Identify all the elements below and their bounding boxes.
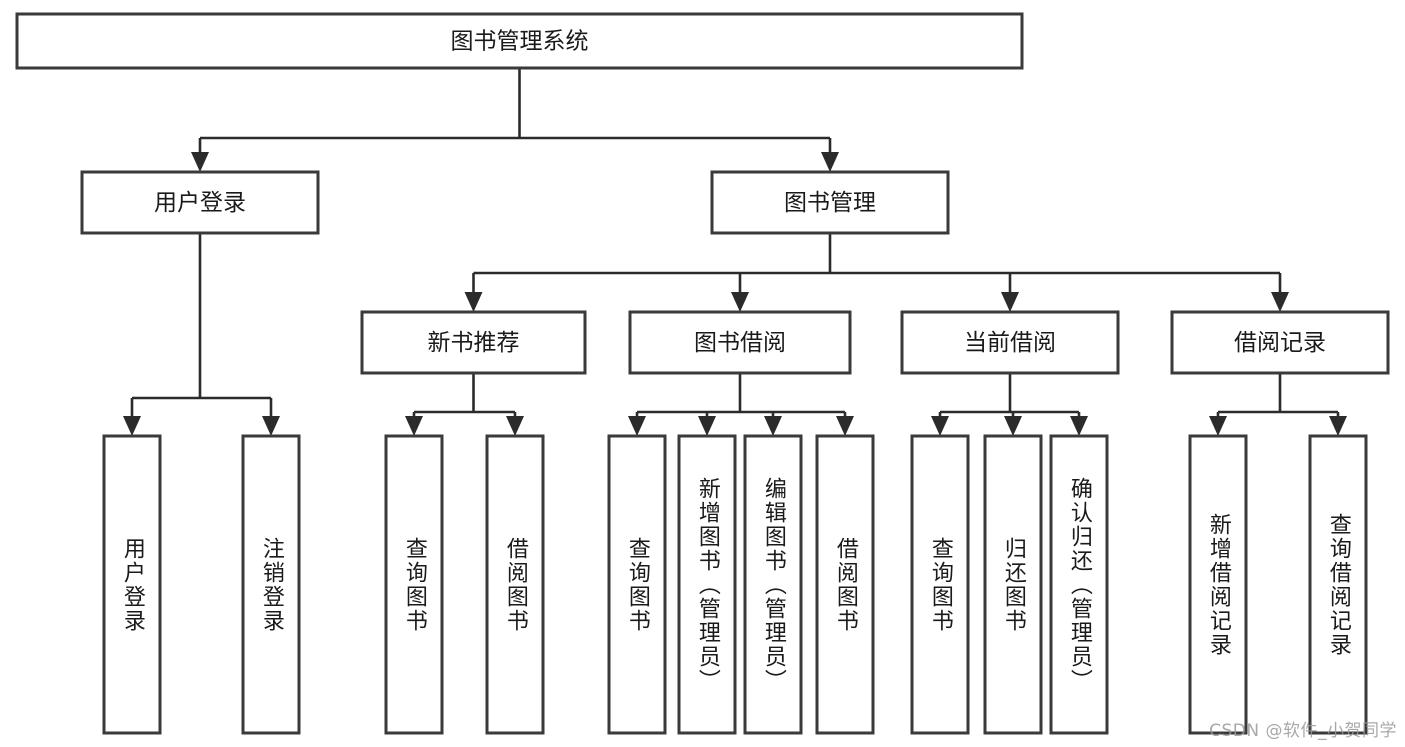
- leaf-box-leaf-query-book-3[interactable]: [910, 434, 970, 735]
- arrowhead-icon: [191, 152, 209, 172]
- node-box-root[interactable]: 图书管理系统: [15, 12, 1024, 70]
- node-label-book-borrow: 图书借阅: [694, 330, 786, 356]
- arrowhead-icon: [123, 416, 141, 436]
- arrowhead-icon: [698, 416, 716, 436]
- leaf-box-leaf-confirm-return[interactable]: [1049, 434, 1109, 735]
- arrowhead-icon: [464, 292, 483, 312]
- arrowhead-icon: [836, 416, 854, 436]
- node-box-book-borrow[interactable]: 图书借阅: [628, 310, 852, 375]
- arrowhead-icon: [1271, 292, 1289, 312]
- node-label-borrow-record: 借阅记录: [1234, 330, 1326, 356]
- leaf-box-leaf-query-record[interactable]: [1308, 434, 1368, 735]
- node-label-new-book-recommend: 新书推荐: [428, 330, 520, 356]
- arrowhead-icon: [1070, 416, 1088, 436]
- arrowhead-icon: [1329, 416, 1347, 436]
- arrowhead-icon: [628, 416, 646, 436]
- node-label-user-login: 用户登录: [154, 190, 246, 216]
- node-label-current-borrow: 当前借阅: [964, 330, 1056, 356]
- node-box-borrow-record[interactable]: 借阅记录: [1170, 310, 1390, 375]
- leaf-box-leaf-edit-book[interactable]: [743, 434, 803, 735]
- arrowhead-icon: [764, 416, 782, 436]
- arrowhead-icon: [931, 416, 949, 436]
- arrowhead-icon: [731, 292, 749, 312]
- leaf-box-leaf-return-book[interactable]: [983, 434, 1043, 735]
- leaf-box-leaf-borrow-book-2[interactable]: [815, 434, 875, 735]
- arrowhead-icon: [506, 416, 524, 436]
- watermark: CSDN @软件_小贺同学: [1209, 721, 1397, 741]
- leaf-box-leaf-user-login[interactable]: [102, 434, 162, 735]
- leaf-box-leaf-query-book-2[interactable]: [607, 434, 667, 735]
- connector-layer: [123, 68, 1347, 436]
- leaf-box-leaf-add-book[interactable]: [677, 434, 737, 735]
- node-box-book-management[interactable]: 图书管理: [710, 170, 950, 235]
- leaf-box-leaf-borrow-book-1[interactable]: [485, 434, 545, 735]
- node-box-current-borrow[interactable]: 当前借阅: [900, 310, 1120, 375]
- arrowhead-icon: [1209, 416, 1227, 436]
- leaf-box-leaf-add-record[interactable]: [1188, 434, 1248, 735]
- arrowhead-icon: [405, 416, 423, 436]
- leaf-box-leaf-user-logout[interactable]: [241, 434, 301, 735]
- node-box-user-login[interactable]: 用户登录: [80, 170, 320, 235]
- arrowhead-icon: [262, 416, 280, 436]
- arrowhead-icon: [821, 152, 839, 172]
- arrowhead-icon: [1004, 416, 1022, 436]
- leaf-box-leaf-query-book-1[interactable]: [384, 434, 444, 735]
- arrowhead-icon: [1001, 292, 1019, 312]
- node-label-book-management: 图书管理: [784, 190, 876, 216]
- node-box-new-book-recommend[interactable]: 新书推荐: [360, 310, 587, 375]
- node-label-root: 图书管理系统: [451, 29, 589, 55]
